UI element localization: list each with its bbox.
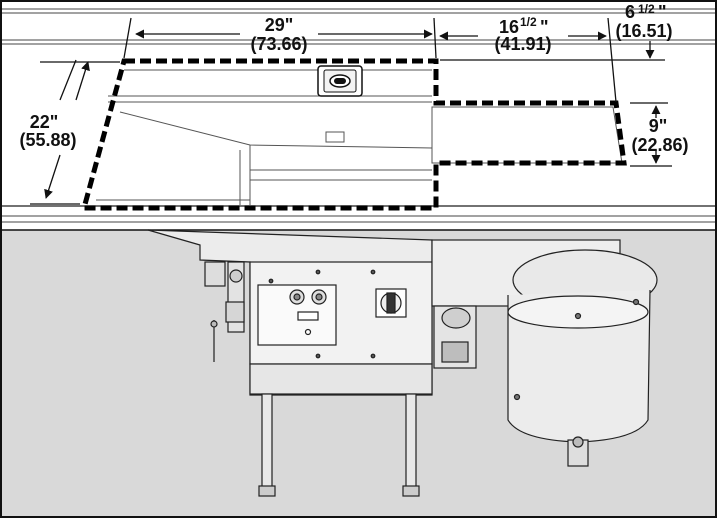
dim-offset-side-metric: (16.51) <box>615 21 672 41</box>
dim-width-side-whole: 16 <box>499 17 519 37</box>
drain-fitting <box>317 65 363 97</box>
dim-offset-side-frac: 1/2 <box>638 2 655 16</box>
dim-width-side-metric: (41.91) <box>494 34 551 54</box>
dim-depth-side-inches: 9" <box>649 116 668 136</box>
dim-offset-side-unit: " <box>658 2 667 22</box>
dim-width-side-frac: 1/2 <box>520 15 537 29</box>
dim-offset-side-whole: 6 <box>625 2 635 22</box>
dim-offset-side: 6 1/2 " (16.51) <box>615 2 672 41</box>
dim-width-main-metric: (73.66) <box>250 34 307 54</box>
dim-depth-side: 9" (22.86) <box>631 116 688 155</box>
cutout-interior <box>96 69 433 205</box>
side-shelf <box>431 106 623 164</box>
dim-width-side-unit: " <box>540 17 549 37</box>
dim-depth-main-inches: 22" <box>30 112 59 132</box>
dim-width-side: 16 1/2 " (41.91) <box>494 15 551 54</box>
booster-tank <box>507 249 658 467</box>
dim-depth-main: 22" (55.88) <box>19 112 76 150</box>
dim-depth-main-metric: (55.88) <box>19 130 76 150</box>
dimension-lines <box>30 17 672 205</box>
dim-width-main-inches: 29" <box>265 15 294 35</box>
dim-width-main: 29" (73.66) <box>250 15 307 54</box>
dim-depth-side-metric: (22.86) <box>631 135 688 155</box>
cutout-outline <box>80 58 627 211</box>
